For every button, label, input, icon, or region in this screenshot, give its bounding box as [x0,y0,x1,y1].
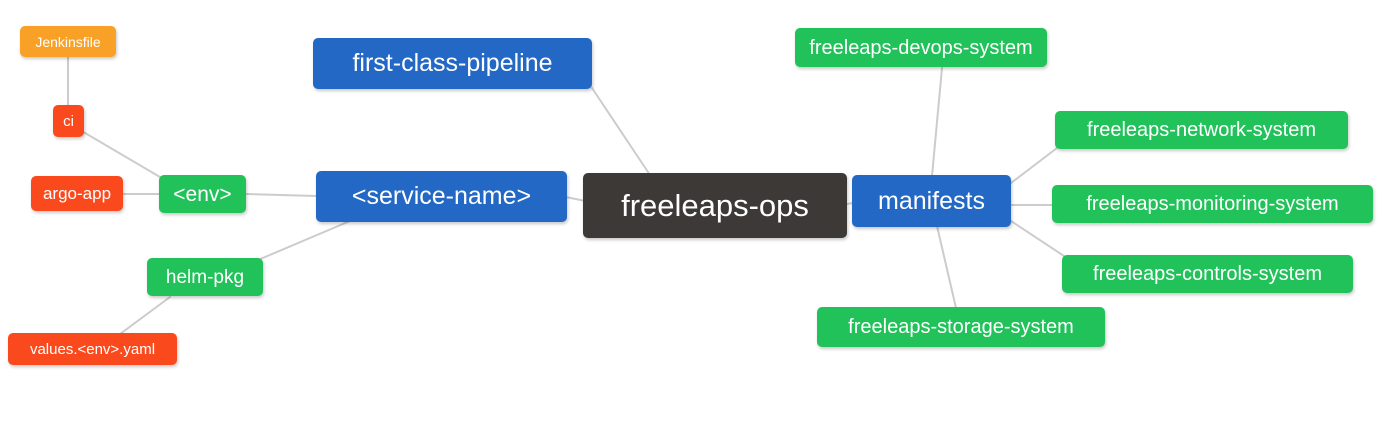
node-values-env-yaml[interactable]: values.<env>.yaml [8,333,177,365]
node-label: <service-name> [351,182,532,210]
edge-manifests-to-freeleaps-network-system [1010,147,1058,184]
node-label: Jenkinsfile [35,33,101,50]
node-helm-pkg[interactable]: helm-pkg [147,258,263,296]
node-label: <env> [173,182,232,206]
edge-manifests-to-freeleaps-storage-system [936,225,957,309]
edge-freeleaps-devops-system-to-manifests [931,67,943,177]
edge-service-name-to-helm-pkg [257,220,351,261]
node-label: freeleaps-controls-system [1093,263,1322,285]
node-label: values.<env>.yaml [29,340,156,358]
node-freeleaps-monitoring-system[interactable]: freeleaps-monitoring-system [1052,185,1373,223]
edge-values-env-yaml-to-helm-pkg [119,296,171,335]
node-manifests[interactable]: manifests [852,175,1011,227]
node-jenkinsfile[interactable]: Jenkinsfile [20,26,116,57]
node-label: freeleaps-network-system [1087,119,1316,141]
node-label: argo-app [42,184,112,203]
edge-manifests-to-freeleaps-controls-system [1010,220,1065,257]
node-env[interactable]: <env> [159,175,246,213]
node-label: freeleaps-monitoring-system [1086,193,1339,215]
node-label: first-class-pipeline [352,49,553,77]
node-service-name[interactable]: <service-name> [316,171,567,222]
node-freeleaps-controls-system[interactable]: freeleaps-controls-system [1062,255,1353,293]
node-freeleaps-devops-system[interactable]: freeleaps-devops-system [795,28,1047,67]
node-first-class-pipeline[interactable]: first-class-pipeline [313,38,592,89]
node-label: ci [63,112,74,130]
edge-ci-to-env [79,129,166,181]
node-ci[interactable]: ci [53,105,84,137]
edge-first-class-pipeline-to-freeleaps-ops [591,87,651,176]
node-label: helm-pkg [165,266,245,288]
node-label: freeleaps-storage-system [848,316,1074,338]
node-label: freeleaps-devops-system [809,36,1033,59]
node-argo-app[interactable]: argo-app [31,176,123,211]
node-freeleaps-network-system[interactable]: freeleaps-network-system [1055,111,1348,149]
node-freeleaps-storage-system[interactable]: freeleaps-storage-system [817,307,1105,347]
node-freeleaps-ops[interactable]: freeleaps-ops [583,173,847,238]
node-label: manifests [878,186,985,215]
edge-env-to-service-name [245,193,317,197]
node-label: freeleaps-ops [621,188,809,223]
